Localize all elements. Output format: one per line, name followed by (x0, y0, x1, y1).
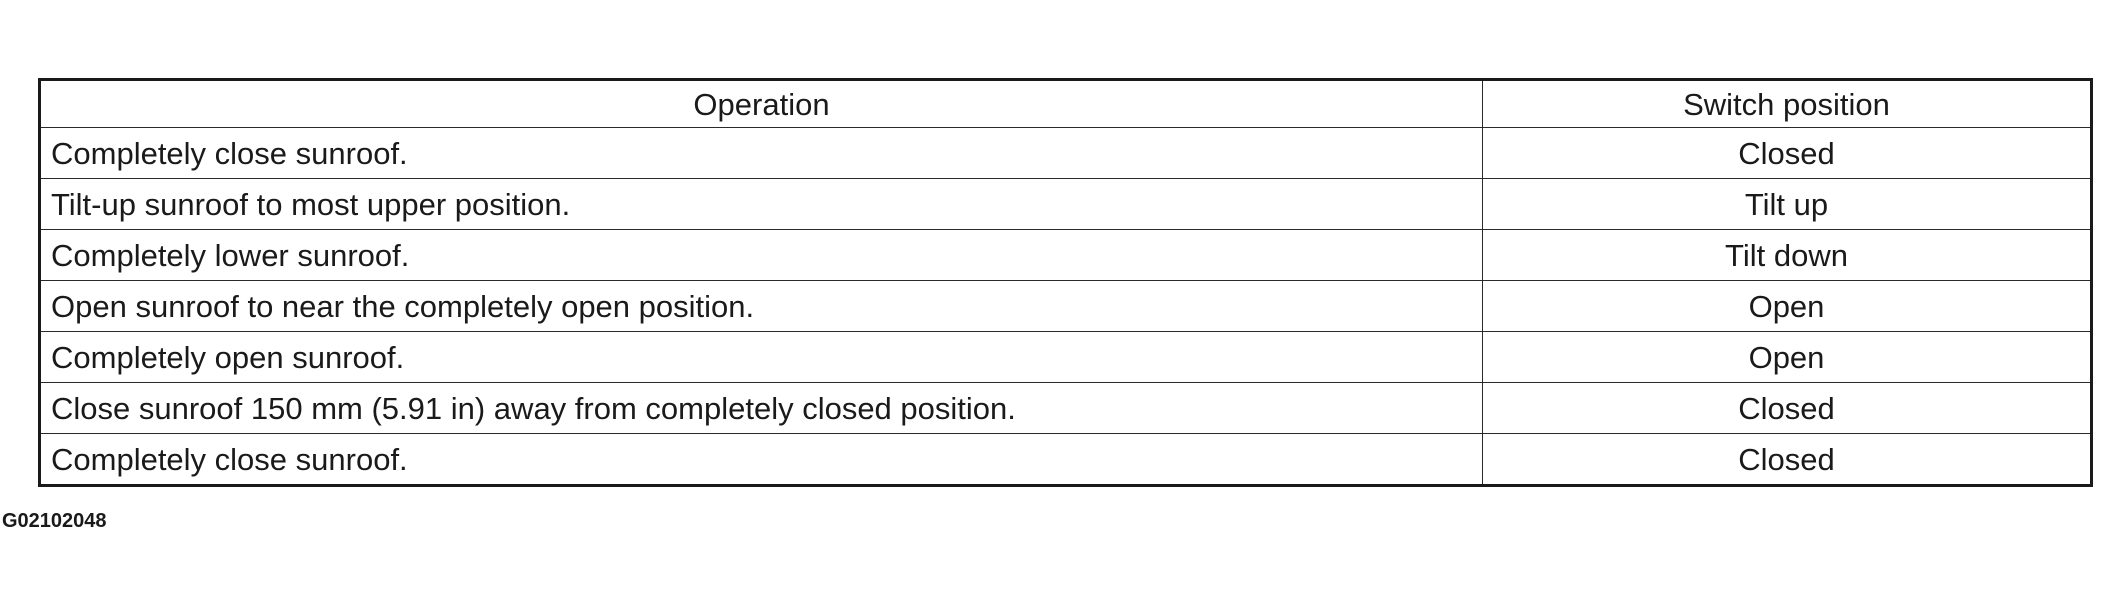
table-row: Tilt-up sunroof to most upper position. … (39, 178, 2092, 230)
switch-position-column-header: Switch position (1482, 79, 2092, 128)
table-row: Completely close sunroof. Closed (39, 433, 2092, 486)
switch-position-cell: Open (1482, 331, 2092, 383)
table-row: Completely close sunroof. Closed (39, 127, 2092, 179)
table-row: Completely lower sunroof. Tilt down (39, 229, 2092, 281)
operation-cell: Completely close sunroof. (39, 433, 1483, 486)
table-row: Close sunroof 150 mm (5.91 in) away from… (39, 382, 2092, 434)
operation-cell: Completely lower sunroof. (39, 229, 1483, 281)
operation-cell: Close sunroof 150 mm (5.91 in) away from… (39, 382, 1483, 434)
switch-position-cell: Tilt down (1482, 229, 2092, 281)
switch-position-cell: Tilt up (1482, 178, 2092, 230)
switch-position-cell: Closed (1482, 433, 2092, 486)
switch-position-cell: Closed (1482, 382, 2092, 434)
switch-position-cell: Closed (1482, 127, 2092, 179)
table-row: Completely open sunroof. Open (39, 331, 2092, 383)
operation-cell: Completely open sunroof. (39, 331, 1483, 383)
operation-cell: Open sunroof to near the completely open… (39, 280, 1483, 332)
switch-position-cell: Open (1482, 280, 2092, 332)
figure-id-label: G02102048 (2, 510, 107, 532)
operation-cell: Completely close sunroof. (39, 127, 1483, 179)
operation-column-header: Operation (39, 79, 1483, 128)
operation-cell: Tilt-up sunroof to most upper position. (39, 178, 1483, 230)
table-header-row: Operation Switch position (39, 79, 2092, 128)
sunroof-operation-table: Operation Switch position Completely clo… (38, 78, 2093, 487)
table-row: Open sunroof to near the completely open… (39, 280, 2092, 332)
